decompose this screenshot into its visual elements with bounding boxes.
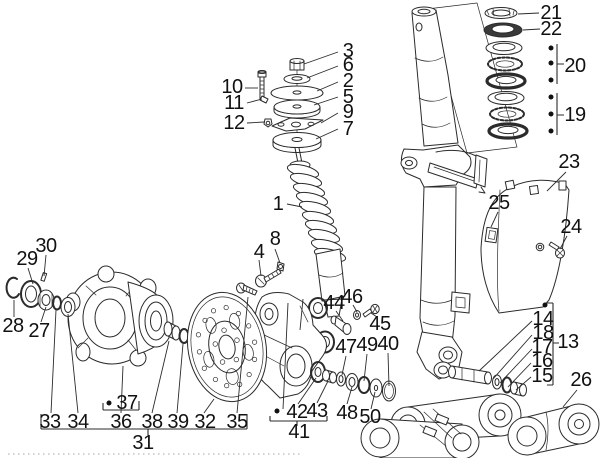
part-number-label: 22 <box>540 18 562 40</box>
part-number-label: 8 <box>269 228 281 250</box>
group-brackets <box>40 44 564 435</box>
part-number-label: 16 <box>531 350 553 372</box>
wheel-hub <box>65 265 174 367</box>
part-number-label: 3 <box>342 40 354 62</box>
part-number-label: 23 <box>558 151 580 173</box>
part-number-label: 47 <box>335 336 357 358</box>
bracket-group-31 <box>40 414 248 435</box>
part-number-label: 28 <box>2 315 24 337</box>
group-bullet-marker <box>274 408 280 414</box>
part-number-label: 35 <box>226 411 248 433</box>
mudguard-clip <box>484 226 499 244</box>
part-number-label: 30 <box>35 235 57 257</box>
part-number-label: 7 <box>342 118 354 140</box>
swingarm-link <box>360 393 522 458</box>
mudguard-shield <box>480 179 570 314</box>
group-bullet-marker <box>548 45 554 51</box>
part-number-label: 31 <box>132 432 154 454</box>
suspension-link <box>507 403 600 456</box>
shock-top-mount-stack <box>270 58 324 153</box>
part-number-label: 4 <box>253 241 265 263</box>
part-number-label: 15 <box>531 365 553 387</box>
part-number-label: 45 <box>369 313 391 335</box>
part-number-label: 14 <box>532 308 554 330</box>
group-bullet-marker <box>548 128 554 134</box>
part-number-label: 38 <box>141 411 163 433</box>
part-number-label: 24 <box>560 216 582 238</box>
part-number-label: 32 <box>194 411 216 433</box>
part-number-label: 50 <box>359 406 381 428</box>
bracket-group-41 <box>269 416 328 426</box>
fasteners-10-11-12 <box>257 70 273 128</box>
part-number-label: 39 <box>167 411 189 433</box>
part-number-label: 29 <box>16 248 38 270</box>
bracket-group-20 <box>556 44 564 84</box>
part-number-label: 2 <box>342 70 354 92</box>
part-number-label: 44 <box>323 292 345 314</box>
part-number-label: 41 <box>288 421 310 443</box>
part-number-label: 37 <box>116 392 138 414</box>
part-number-label: 36 <box>110 411 132 433</box>
hub-small-parts <box>5 272 76 317</box>
shock-spring <box>286 163 347 263</box>
part-number-label: 17 <box>531 336 553 358</box>
group-bullet-marker <box>548 60 554 66</box>
part-number-label: 5 <box>342 86 354 108</box>
part-number-label: 26 <box>570 369 592 391</box>
part-number-label: 21 <box>540 2 562 24</box>
part-number-label: 11 <box>224 92 244 114</box>
brake-disc <box>186 291 268 403</box>
part-number-label: 9 <box>342 101 354 123</box>
part-number-label: 34 <box>67 411 89 433</box>
part-number-label: 43 <box>306 400 328 422</box>
part-number-label: 10 <box>221 76 243 98</box>
steering-bearing-stack <box>483 7 529 140</box>
part-number-label: 6 <box>342 54 354 76</box>
caliper-pin-parts <box>330 303 380 335</box>
part-number-label: 27 <box>28 320 50 342</box>
part-number-label: 13 <box>557 331 579 353</box>
group-bullet-marker <box>106 400 112 406</box>
part-number-label: 40 <box>377 333 399 355</box>
group-bullet-marker <box>548 77 554 83</box>
part-number-label: 12 <box>223 112 245 134</box>
fasteners-4-8-35 <box>236 261 285 296</box>
bracket-group-13 <box>547 302 559 386</box>
part-number-label: 42 <box>286 401 308 423</box>
group-bullet-marker <box>548 111 554 117</box>
bracket-group-37 <box>102 401 140 411</box>
group-bullet-marker <box>548 94 554 100</box>
hub-spacer-parts <box>163 321 190 344</box>
group-bullet-marker <box>542 302 548 308</box>
mudguard-screw <box>548 241 565 259</box>
fork-steering-column <box>400 6 488 380</box>
part-number-label: 1 <box>272 193 284 215</box>
part-number-label: 19 <box>564 104 586 126</box>
bracket-group-19 <box>556 93 564 135</box>
part-number-label: 48 <box>336 402 358 424</box>
shock-absorber <box>286 147 347 354</box>
part-number-label: 46 <box>341 286 363 308</box>
leader-lines <box>13 12 578 414</box>
part-number-label: 33 <box>39 411 61 433</box>
part-number-label: 18 <box>532 322 554 344</box>
part-number-label: 20 <box>564 55 586 77</box>
part-number-label: 25 <box>488 192 510 214</box>
part-number-label: 49 <box>356 334 378 356</box>
